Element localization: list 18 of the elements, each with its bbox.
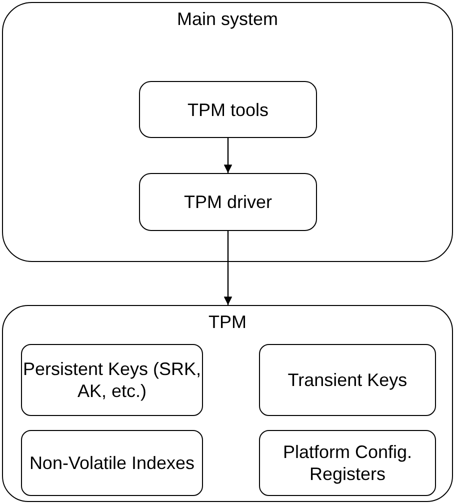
process-box: [21, 430, 203, 496]
process-box: [259, 344, 436, 416]
box-label: Transient Keys: [288, 369, 408, 391]
box-label: Persistent Keys (SRK, AK, etc.): [22, 358, 202, 402]
box-label: TPM tools: [187, 98, 269, 120]
process-box: [139, 81, 317, 138]
group-box: [2, 305, 453, 502]
arrow: [224, 231, 232, 305]
group-box: [2, 2, 453, 262]
box-label: Platform Config. Registers: [282, 441, 414, 485]
arrow: [224, 138, 232, 173]
process-box: [21, 344, 203, 416]
box-label: Non-Volatile Indexes: [29, 452, 195, 474]
group-title: Main system: [176, 8, 278, 30]
box-label: TPM driver: [184, 191, 272, 213]
process-box: [259, 430, 436, 496]
process-box: [139, 173, 317, 231]
group-title: TPM: [208, 311, 246, 333]
